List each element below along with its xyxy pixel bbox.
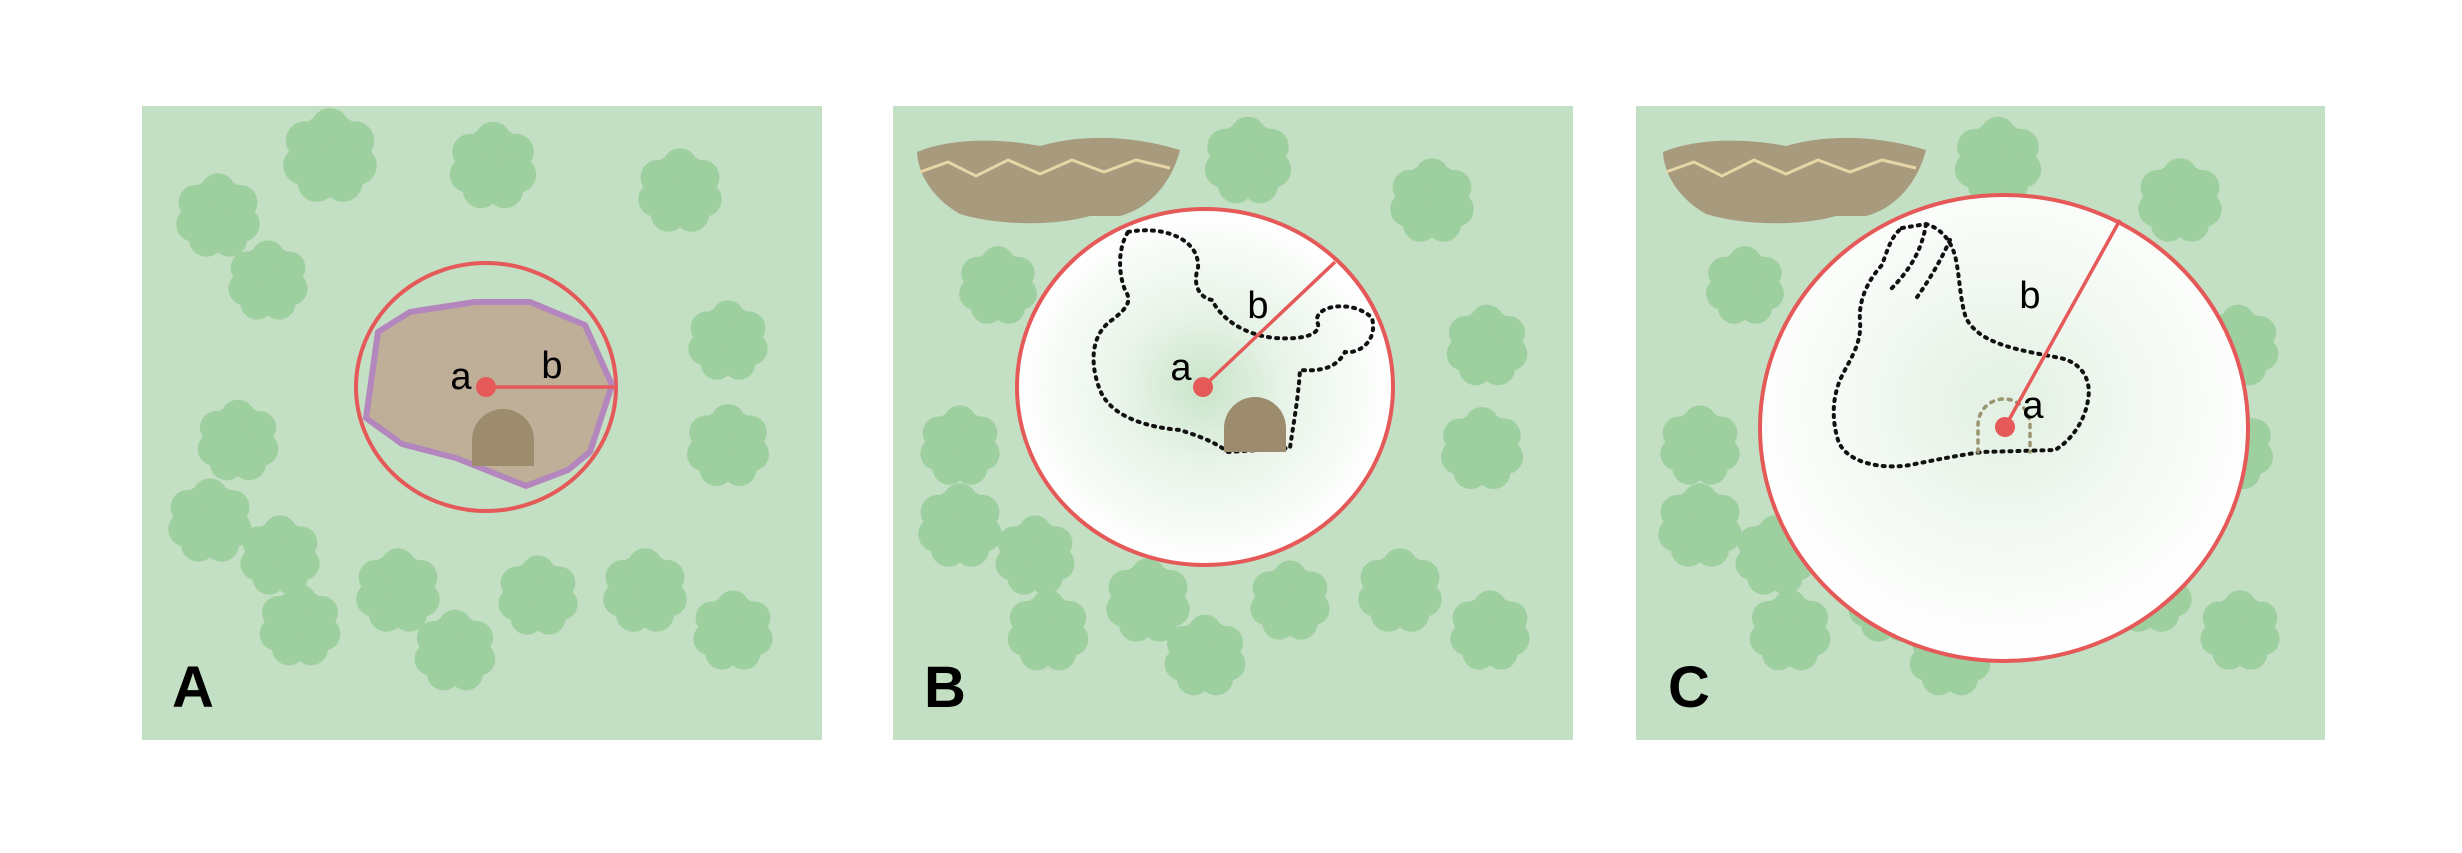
tree-canopy: [1164, 614, 1246, 696]
tree-canopy: [259, 584, 341, 666]
panel-c-rock: [1663, 137, 1926, 224]
tree-canopy: [356, 548, 440, 632]
tree-canopy: [1954, 116, 2042, 204]
panel-a-den: [472, 409, 534, 466]
tree-canopy: [1450, 590, 1530, 670]
tree-canopy: [1706, 246, 1784, 324]
panel-c-radius-line: [2003, 219, 2122, 428]
panel-b-trees: [918, 116, 1530, 696]
tree-canopy: [1658, 483, 1742, 567]
tree-canopy: [686, 403, 770, 487]
tree-canopy: [1390, 158, 1474, 242]
tree-canopy: [638, 148, 722, 232]
panel-c-den-outline: [1976, 397, 2032, 454]
panel-b-radius-label: b: [1247, 285, 1268, 327]
panel-b-den: [1224, 397, 1286, 452]
tree-canopy: [693, 590, 773, 670]
tree-canopy: [1204, 116, 1292, 204]
panel-b-center-point: [1193, 377, 1213, 397]
tree-canopy: [959, 246, 1037, 324]
panel-a-radius-circle: [354, 261, 618, 513]
tree-canopy: [688, 300, 768, 380]
panel-c-center-label: a: [2022, 385, 2044, 427]
tree-canopy: [1446, 304, 1528, 386]
panel-a: a b A: [142, 106, 822, 740]
panel-a-letter: A: [172, 655, 214, 720]
tree-canopy: [1250, 560, 1330, 640]
panel-a-center-label: a: [450, 356, 472, 398]
tree-canopy: [1106, 558, 1190, 642]
panel-c-center-point: [1995, 417, 2015, 437]
panel-c-home-range-outline: [1831, 221, 2091, 469]
tree-canopy: [1440, 406, 1524, 490]
tree-canopy: [2138, 158, 2222, 242]
tree-canopy: [2200, 590, 2280, 670]
panel-b-home-range-outline: [1091, 228, 1376, 455]
panel-a-center-point: [476, 377, 496, 397]
tree-canopy: [603, 548, 687, 632]
tree-canopy: [1749, 589, 1831, 671]
panel-b-letter: B: [924, 655, 966, 720]
tree-canopy: [1007, 589, 1089, 671]
panel-b-rock: [917, 137, 1180, 224]
panel-c-radius-label: b: [2019, 275, 2040, 317]
tree-canopy: [414, 609, 496, 691]
panel-c: a b C: [1636, 106, 2325, 740]
panel-a-trees: [168, 108, 773, 691]
panel-b-radius-line: [1201, 260, 1337, 389]
tree-canopy: [1660, 405, 1740, 485]
tree-canopy: [176, 173, 260, 257]
panel-a-radius-label: b: [541, 345, 562, 387]
tree-canopy: [240, 515, 320, 595]
tree-canopy: [918, 483, 1002, 567]
tree-canopy: [449, 121, 537, 209]
tree-canopy: [283, 108, 377, 202]
tree-canopy: [1358, 548, 1442, 632]
tree-canopy: [168, 478, 252, 562]
tree-canopy: [197, 399, 279, 481]
panel-c-letter: C: [1668, 655, 1710, 720]
panel-b-center-label: a: [1170, 347, 1192, 389]
panel-b: a b B: [893, 106, 1573, 740]
tree-canopy: [920, 405, 1000, 485]
tree-canopy: [228, 240, 308, 320]
tree-canopy: [498, 555, 578, 635]
tree-canopy: [995, 515, 1075, 595]
